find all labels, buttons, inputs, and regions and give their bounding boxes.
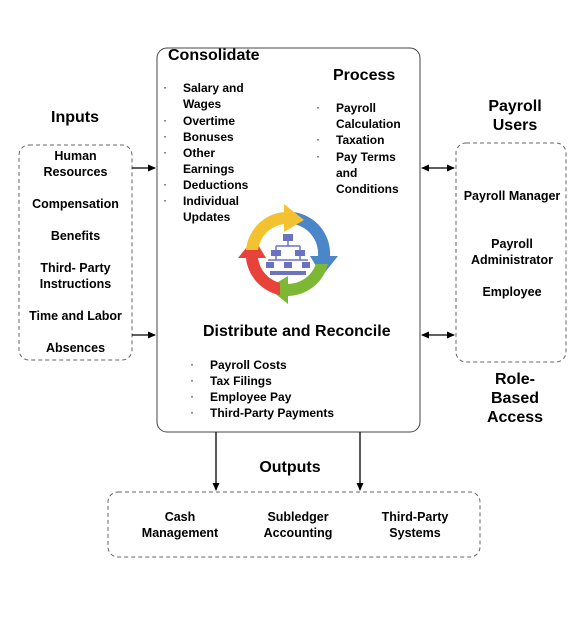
input-item: Compensation [32, 197, 119, 211]
bullet: · [316, 100, 320, 114]
bullet: · [190, 389, 194, 403]
bullet: · [190, 357, 194, 371]
distribute-title: Distribute and Reconcile [203, 323, 391, 340]
outputs-box [107, 491, 481, 558]
payroll-users-title: Payroll Users [488, 98, 542, 134]
cycle-arrow-red [238, 238, 280, 295]
bullet: · [163, 113, 167, 127]
bullet: · [190, 405, 194, 419]
input-item: Third- Party Instructions [39, 261, 112, 291]
org-chart-icon [266, 234, 310, 275]
output-item: Subledger Accounting [263, 510, 333, 540]
user-item: Payroll Administrator [471, 237, 553, 267]
input-item: Human Resources [43, 149, 108, 179]
process-title: Process [333, 67, 396, 84]
bullet: · [190, 373, 194, 387]
consolidate-title: Consolidate [168, 47, 260, 64]
bullet: · [163, 129, 167, 143]
role-based-access-label: Role-Based Access [486, 371, 544, 426]
cycle-arrow-yellow [246, 204, 304, 250]
cycle-arrow-blue [293, 212, 338, 276]
input-item: Benefits [50, 229, 101, 243]
cycle-icon [238, 204, 338, 304]
output-item: Cash Management [141, 510, 219, 540]
payroll-users-box [455, 142, 567, 363]
bullet: · [163, 80, 167, 94]
user-item: Payroll Manager [463, 189, 561, 203]
bullet: · [316, 132, 320, 146]
cycle-arrow-green [268, 264, 328, 304]
user-item: Employee [482, 285, 542, 299]
bullet: · [163, 177, 167, 191]
bullet: · [163, 193, 167, 207]
output-item: Third-Party Systems [381, 510, 449, 540]
bullet: · [163, 145, 167, 159]
outputs-title: Outputs [259, 459, 321, 476]
main-process-box [156, 47, 421, 433]
input-item: Absences [45, 341, 106, 355]
inputs-box [18, 144, 133, 361]
inputs-title: Inputs [51, 109, 99, 126]
bullet: · [316, 149, 320, 163]
input-item: Time and Labor [29, 309, 122, 323]
